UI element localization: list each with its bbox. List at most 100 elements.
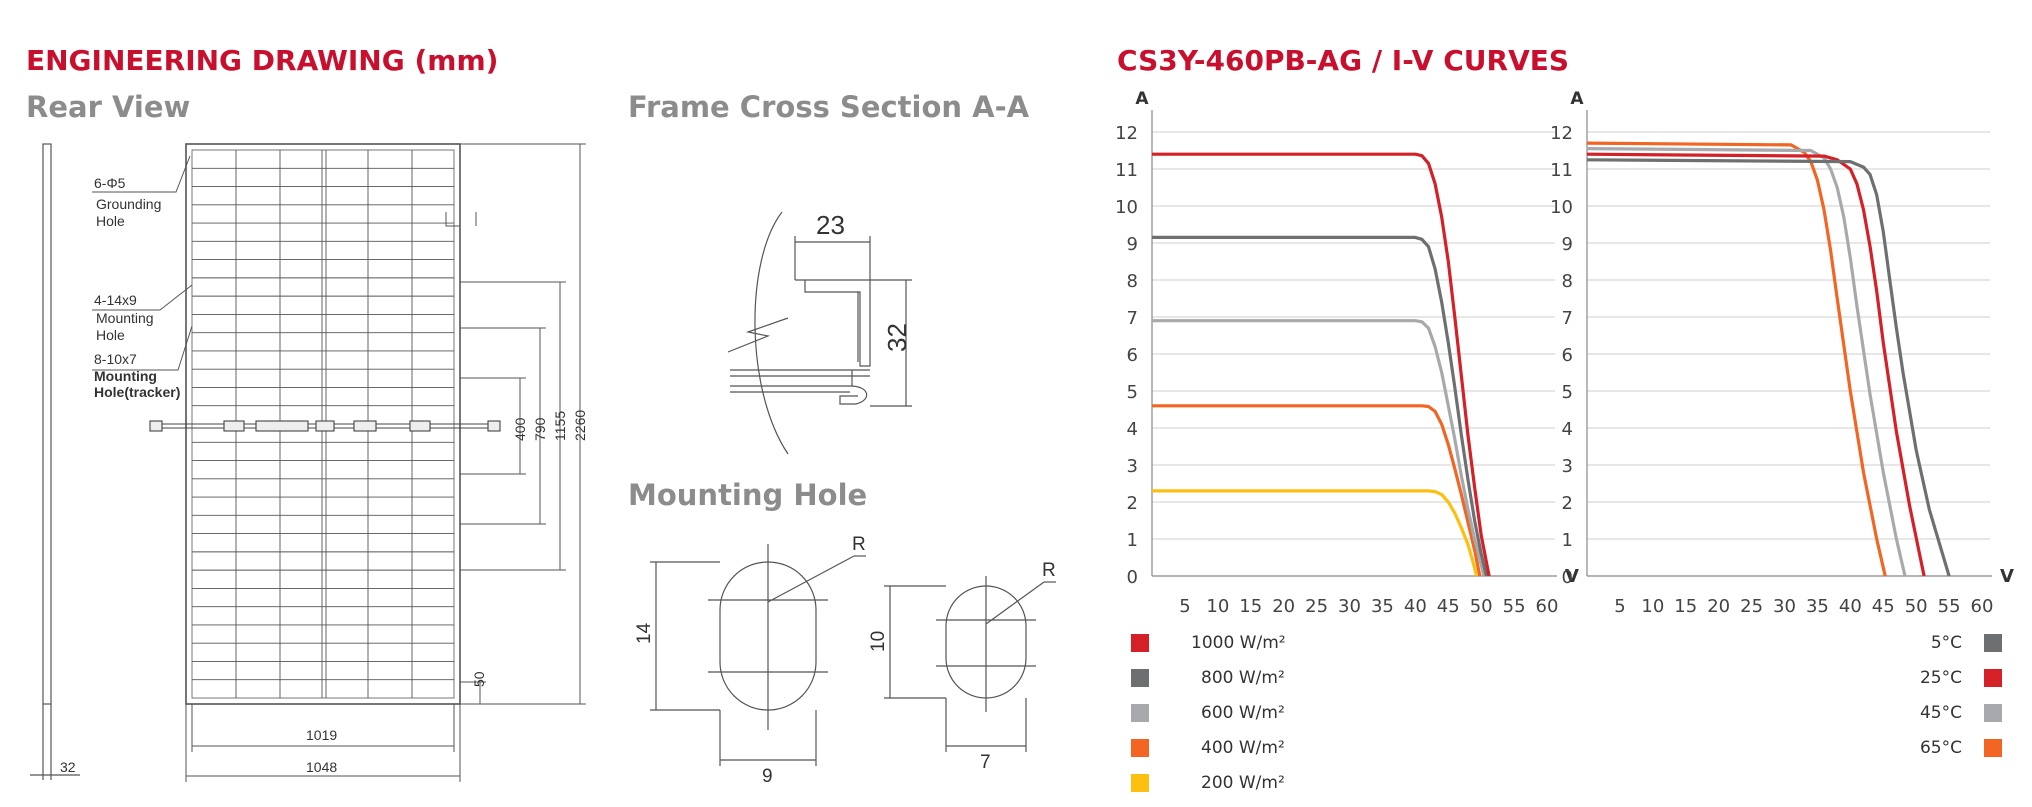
rear-view-title: Rear View [26, 90, 191, 124]
y-tick-label: 8 [1127, 271, 1138, 292]
legend-swatch [1984, 669, 2002, 687]
x-tick-label: 40 [1839, 596, 1862, 617]
cross-section-title: Frame Cross Section A-A [628, 90, 1030, 124]
x-tick-label: 30 [1338, 596, 1361, 617]
mh2-r-label: R [1042, 560, 1056, 581]
legend-label: 25°C [1919, 668, 1962, 688]
mh1-width: 9 [762, 766, 773, 787]
y-tick-label: 1 [1562, 530, 1573, 551]
legend-item-45c: 45°C [1920, 700, 2002, 726]
x-tick-label: 15 [1674, 596, 1697, 617]
legend-item-400: 400 W/m² [1131, 735, 1285, 761]
legend-item-600: 600 W/m² [1131, 700, 1285, 726]
y-tick-label: 10 [1550, 197, 1573, 218]
frame-cross-section: 23 32 [727, 210, 912, 455]
series-line [1152, 152, 1491, 577]
legend-item-200: 200 W/m² [1131, 770, 1285, 796]
y-tick-label: 4 [1127, 419, 1138, 440]
junction-cable [149, 420, 501, 432]
y-tick-label: 0 [1127, 567, 1138, 588]
x-tick-label: 50 [1470, 596, 1493, 617]
legend-label: 400 W/m² [1201, 738, 1285, 758]
x-tick-label: 35 [1806, 596, 1829, 617]
x-axis-label: V [1565, 566, 1579, 587]
dim-400: 400 [512, 417, 528, 441]
y-tick-label: 8 [1562, 271, 1573, 292]
y-tick-label: 9 [1127, 234, 1138, 255]
y-tick-label: 4 [1562, 419, 1573, 440]
dim-1155: 1155 [552, 411, 568, 441]
x-tick-label: 20 [1272, 596, 1295, 617]
y-tick-label: 2 [1127, 493, 1138, 514]
callout-1-desc1: Grounding [96, 196, 161, 212]
legend-item-25c: 25°C [1920, 665, 2002, 691]
x-tick-label: 5 [1614, 596, 1625, 617]
x-tick-label: 15 [1239, 596, 1262, 617]
y-tick-label: 9 [1562, 234, 1573, 255]
series-line [1586, 158, 1951, 577]
callout-1-desc2: Hole [96, 213, 125, 229]
series-line [1586, 147, 1907, 577]
callout-3-code: 8-10x7 [94, 351, 137, 367]
y-axis-label: A [1570, 89, 1584, 109]
legend-swatch [1984, 704, 2002, 722]
y-tick-label: 3 [1562, 456, 1573, 477]
y-tick-label: 3 [1127, 456, 1138, 477]
legend-label: 5°C [1930, 633, 1962, 653]
x-tick-label: 10 [1641, 596, 1664, 617]
x-tick-label: 45 [1872, 596, 1895, 617]
mounting-leader [92, 284, 193, 311]
y-tick-label: 12 [1115, 123, 1138, 144]
x-tick-label: 55 [1938, 596, 1961, 617]
mh2-height: 10 [868, 631, 889, 652]
mh1-height: 14 [634, 622, 655, 644]
x-tick-label: 45 [1437, 596, 1460, 617]
cs-dim-32: 32 [882, 323, 912, 352]
grounding-leader [92, 155, 191, 193]
series-line [1152, 235, 1488, 577]
y-tick-label: 1 [1127, 530, 1138, 551]
side-profile [42, 143, 52, 705]
y-axis-label: A [1135, 89, 1149, 109]
legend-swatch [1984, 634, 2002, 652]
series-line [1586, 152, 1926, 577]
tracker-leader [92, 325, 193, 371]
x-tick-label: 10 [1206, 596, 1229, 617]
x-tick-label: 25 [1305, 596, 1328, 617]
y-tick-label: 6 [1127, 345, 1138, 366]
y-tick-label: 7 [1562, 308, 1573, 329]
mh1-r-label: R [852, 534, 866, 555]
dim-50: 50 [471, 671, 487, 687]
y-tick-label: 6 [1562, 345, 1573, 366]
x-tick-label: 55 [1503, 596, 1526, 617]
dim-1019: 1019 [306, 727, 337, 743]
y-tick-label: 5 [1127, 382, 1138, 403]
callout-3-desc2: Hole(tracker) [94, 384, 180, 400]
section-break-arc [754, 211, 789, 455]
mounting-hole-drawing: R 14 9 R 10 7 [634, 534, 1056, 787]
legend-swatch [1984, 739, 2002, 757]
dim-2260: 2260 [572, 410, 588, 441]
x-tick-label: 20 [1707, 596, 1730, 617]
callout-1-code: 6-Φ5 [94, 175, 126, 191]
legend-swatch [1131, 704, 1149, 722]
mh2-width: 7 [980, 752, 991, 773]
section-break-zigzag [727, 317, 789, 353]
y-tick-label: 11 [1115, 160, 1138, 181]
series-line [1152, 489, 1479, 577]
y-tick-label: 2 [1562, 493, 1573, 514]
series-line [1152, 404, 1482, 577]
callout-2-desc1: Mounting [96, 310, 154, 326]
y-tick-label: 10 [1115, 197, 1138, 218]
y-tick-label: 0 [1562, 567, 1573, 588]
cs-dim-23: 23 [816, 210, 845, 240]
iv-curves-title: CS3Y-460PB-AG / I-V CURVES [1117, 44, 1570, 77]
engineering-drawing-title: ENGINEERING DRAWING (mm) [26, 44, 499, 77]
x-tick-label: 60 [1536, 596, 1559, 617]
legend-label: 65°C [1919, 738, 1962, 758]
legend-label: 600 W/m² [1201, 703, 1285, 723]
legend-swatch [1131, 739, 1149, 757]
callout-2-desc2: Hole [96, 327, 125, 343]
dim-1048: 1048 [306, 759, 337, 775]
